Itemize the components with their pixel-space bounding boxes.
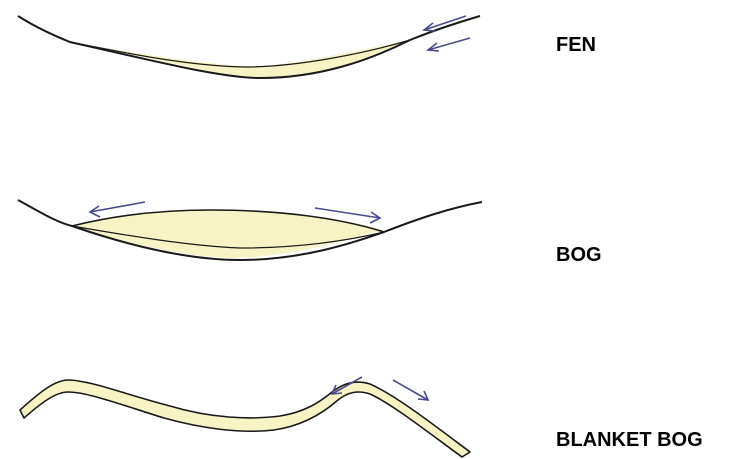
fen-inflow-arrow-lower — [428, 38, 470, 51]
fen-label: FEN — [556, 35, 596, 55]
fen-diagram — [18, 16, 480, 78]
bog-label: BOG — [556, 245, 602, 265]
blanket-bog-peat-layer — [20, 380, 470, 457]
fen-inflow-arrow-upper — [424, 16, 466, 31]
blanket-bog-flow-arrow-right — [393, 380, 428, 400]
blanket-bog-diagram — [20, 377, 470, 457]
blanket-bog-label: BLANKET BOG — [556, 430, 703, 450]
fen-peat-layer — [70, 40, 410, 78]
bog-diagram — [18, 200, 482, 260]
